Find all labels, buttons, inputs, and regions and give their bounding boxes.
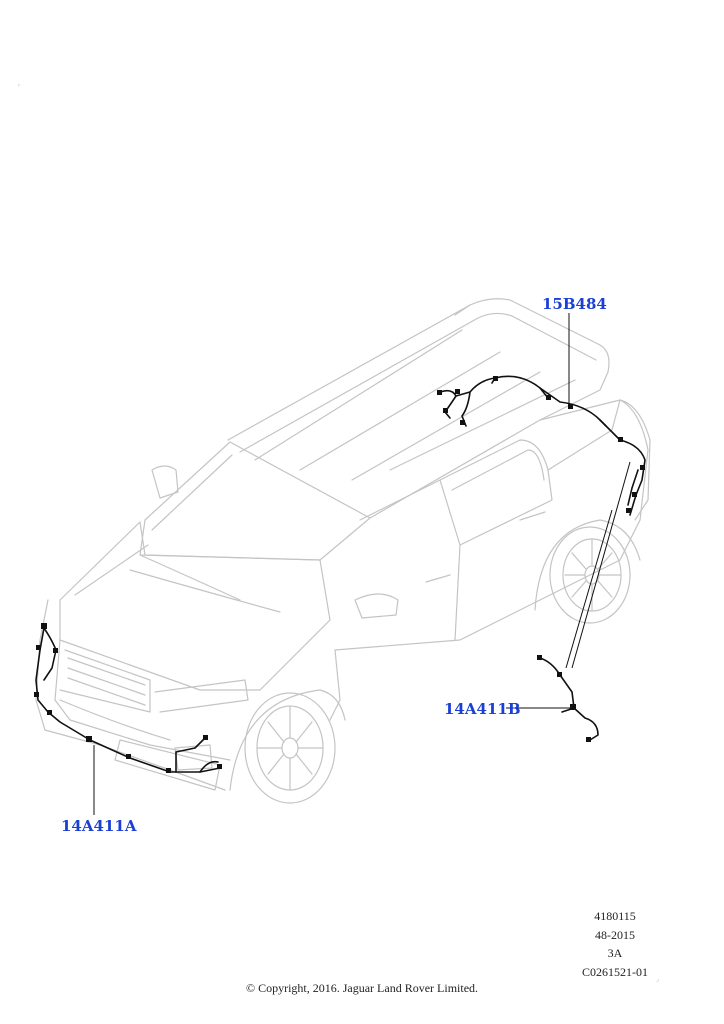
harness-front-connectors xyxy=(34,623,222,773)
corner-mark: ⌟ xyxy=(656,976,659,983)
vehicle-outline xyxy=(35,298,651,804)
harness-rear-lower-connectors xyxy=(537,655,591,742)
reference-line-2: 48-2015 xyxy=(595,927,635,942)
callout-14A411B: 14A411B xyxy=(444,700,521,718)
reference-line-1: 4180115 xyxy=(594,909,636,923)
corner-mark: ⌜ xyxy=(18,84,21,91)
reference-block: 4180115 48-2015 3A C0261521-01 xyxy=(582,907,648,981)
callout-15B484: 15B484 xyxy=(542,295,607,313)
harness-roof-connectors xyxy=(437,376,645,513)
harness-front xyxy=(35,627,221,773)
reference-line-4: C0261521-01 xyxy=(582,964,648,979)
harness-rear-lower xyxy=(539,657,599,741)
callout-14A411A: 14A411A xyxy=(61,817,137,835)
leader-lines xyxy=(93,313,631,815)
harness-roof xyxy=(439,375,646,516)
reference-line-3: 3A xyxy=(607,946,623,960)
copyright-text: © Copyright, 2016. Jaguar Land Rover Lim… xyxy=(245,981,479,995)
